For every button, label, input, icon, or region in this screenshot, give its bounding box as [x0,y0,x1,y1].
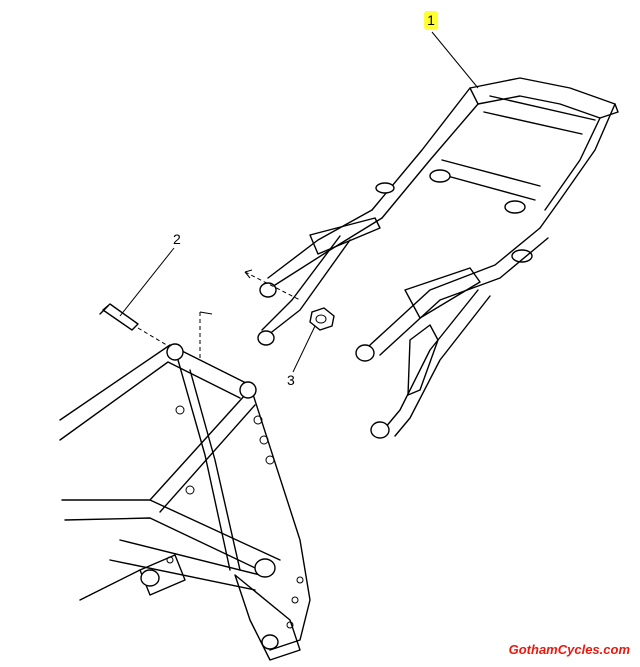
bolt [99,303,176,351]
callout-number-3: 3 [287,372,295,388]
direction-arrow [244,271,301,301]
rear-subframe [257,77,619,439]
nut [309,307,335,331]
callout-number-2: 2 [173,231,181,247]
leader-line-3 [292,325,316,373]
callout-number-1: 1 [424,11,438,30]
leader-line-1 [431,31,479,89]
leader-line-2 [119,247,175,317]
watermark: GothamCycles.com [508,642,630,657]
main-frame [59,343,311,661]
